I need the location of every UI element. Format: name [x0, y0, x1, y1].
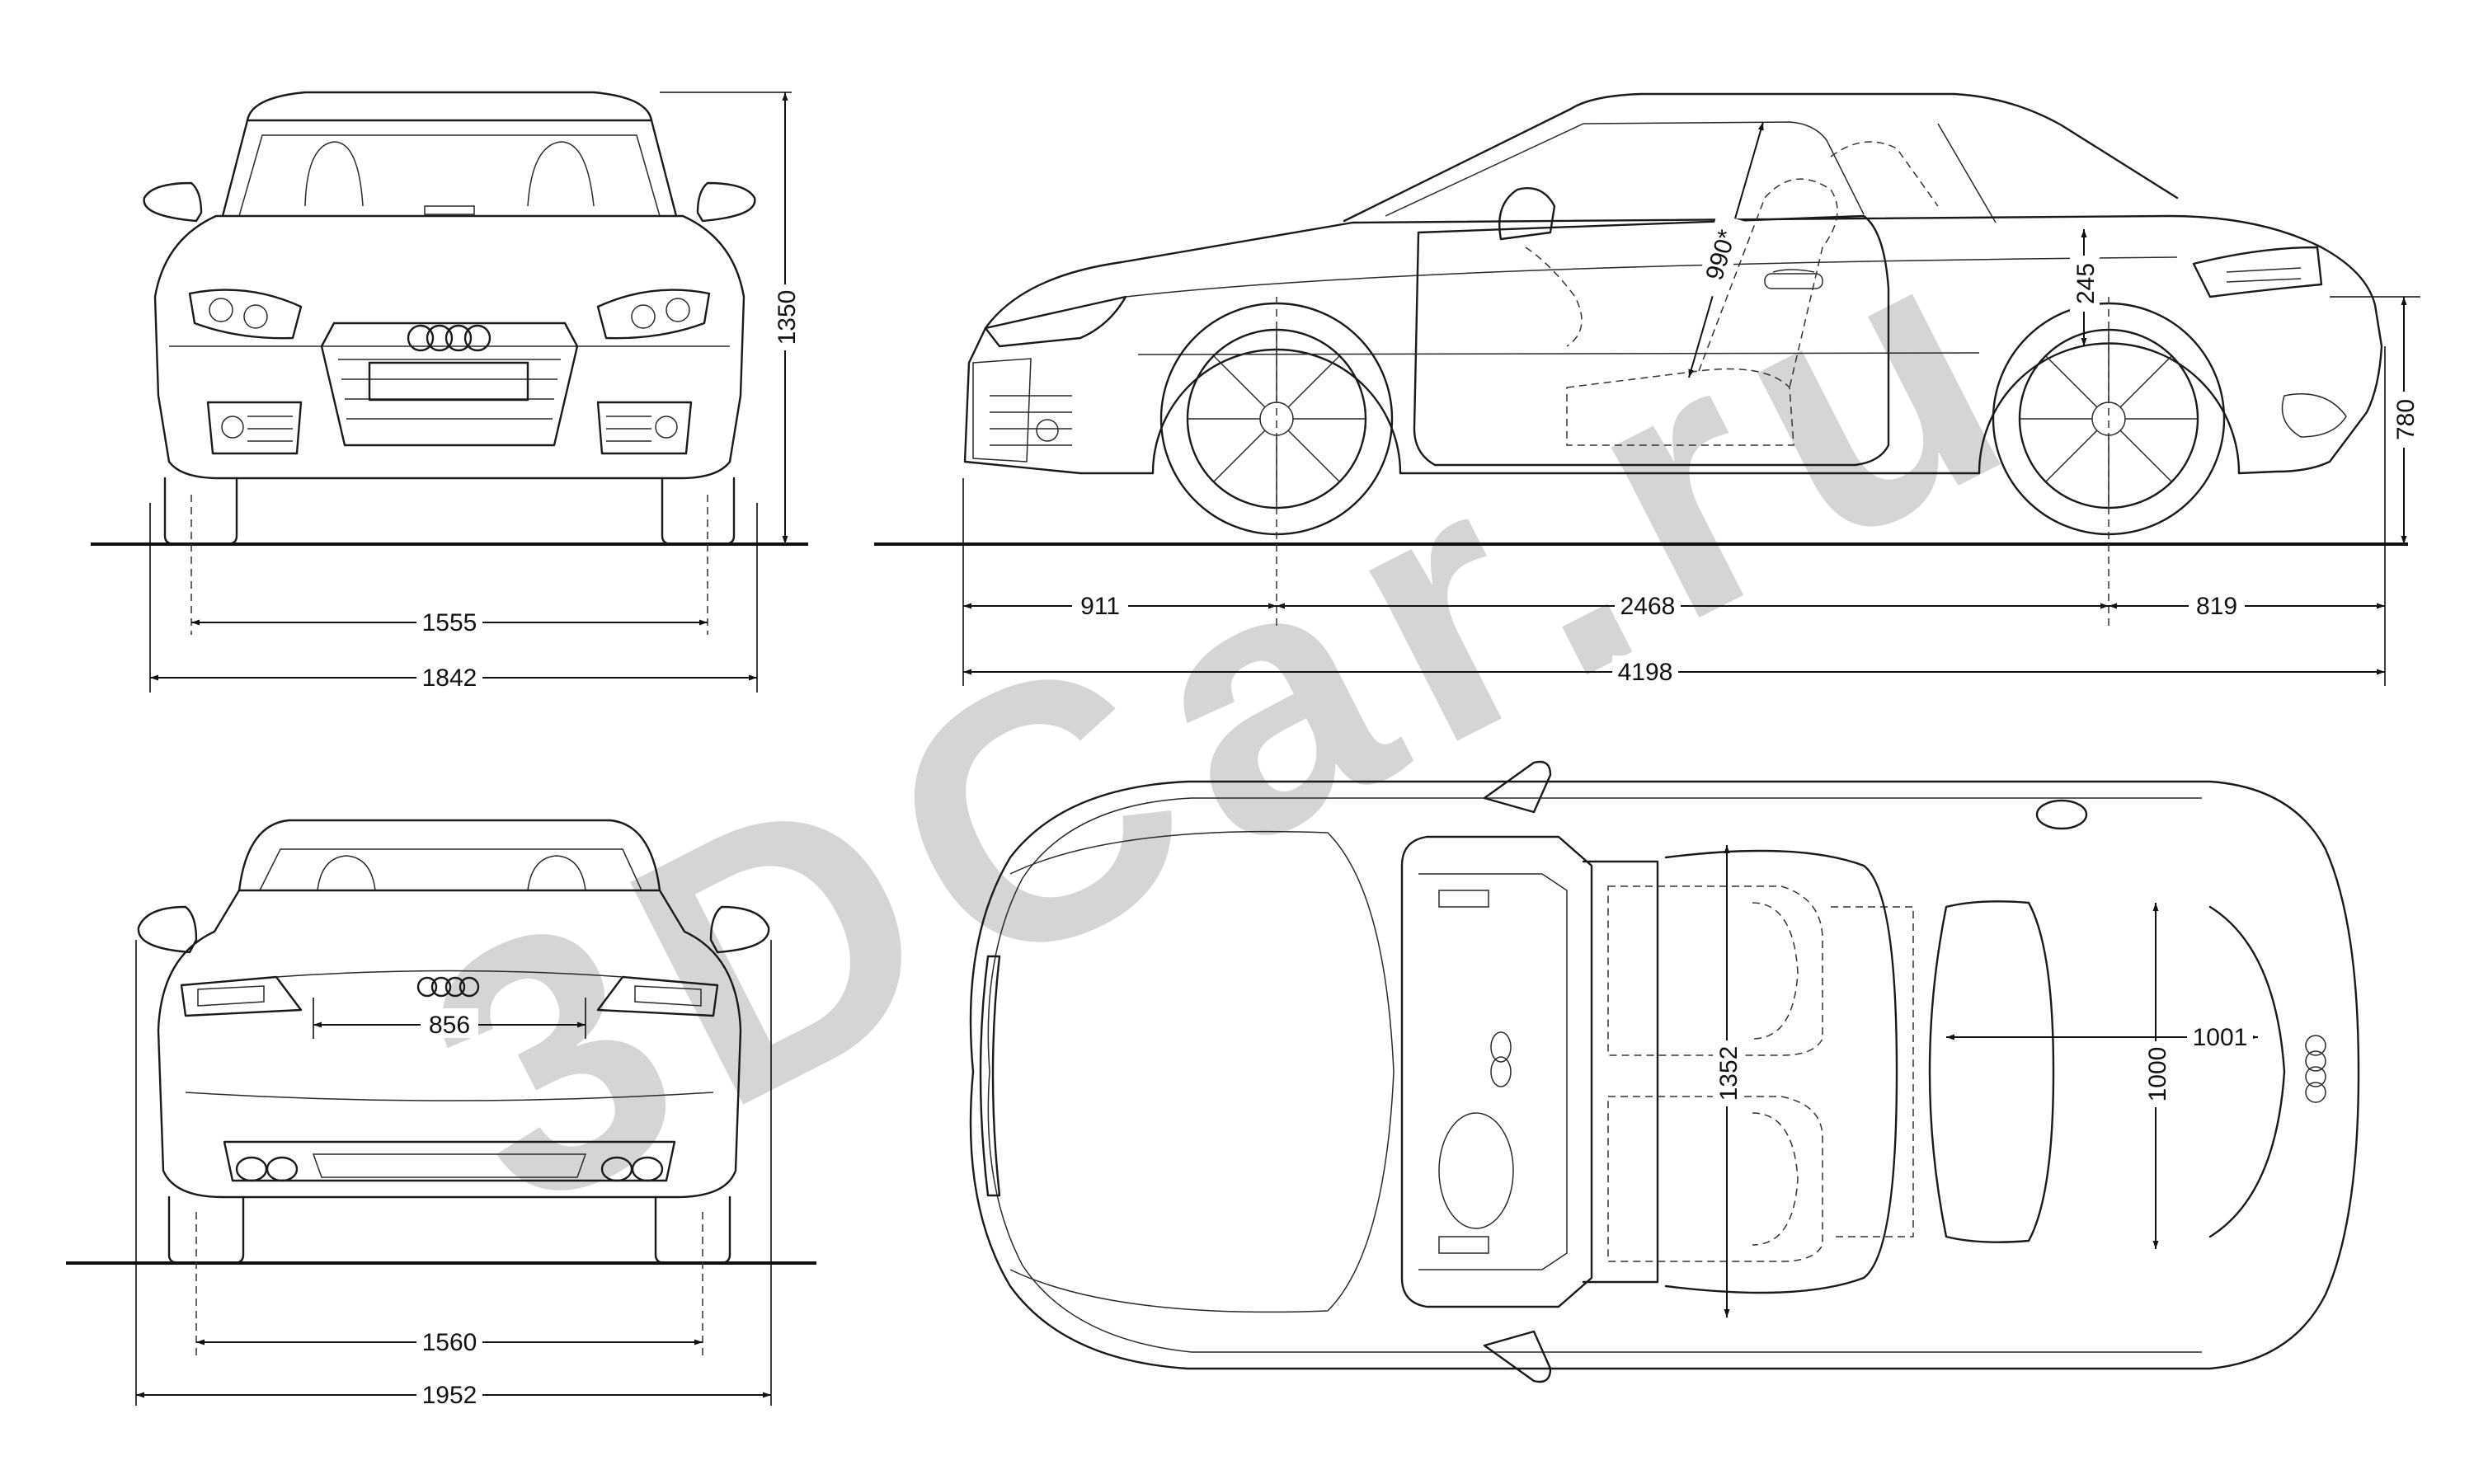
width-with-mirrors-label: 1952	[422, 1382, 477, 1409]
watermark-text: 3DCar.ru	[371, 150, 2079, 1287]
trunk-width-label: 1000	[2144, 1047, 2171, 1102]
rear-track-label: 1560	[422, 1329, 477, 1356]
front-overhang-label: 911	[1080, 593, 1120, 620]
rear-lamp-spacing-label: 856	[429, 1012, 470, 1039]
height-label: 1350	[774, 290, 801, 345]
sill-height-label: 245	[2072, 263, 2100, 304]
front-view: 1555 1842 1350	[91, 91, 808, 693]
top-view: 1352 1000 1001	[969, 760, 2360, 1383]
front-track-label: 1555	[422, 609, 477, 636]
side-view: 911 2468 819 4198 990* 245 780	[874, 92, 2420, 686]
rear-overhang-label: 819	[2196, 593, 2237, 620]
trunk-length-label: 1001	[2193, 1024, 2248, 1051]
trunk-height-label: 780	[2392, 399, 2420, 440]
watermark: 3DCar.ru	[371, 150, 2079, 1287]
wheelbase-label: 2468	[1620, 593, 1676, 620]
length-label: 4198	[1618, 659, 1673, 686]
front-width-label: 1842	[422, 665, 477, 692]
rear-view: 856 1560 1952	[66, 819, 816, 1409]
cabin-width-label: 1352	[1715, 1046, 1743, 1101]
